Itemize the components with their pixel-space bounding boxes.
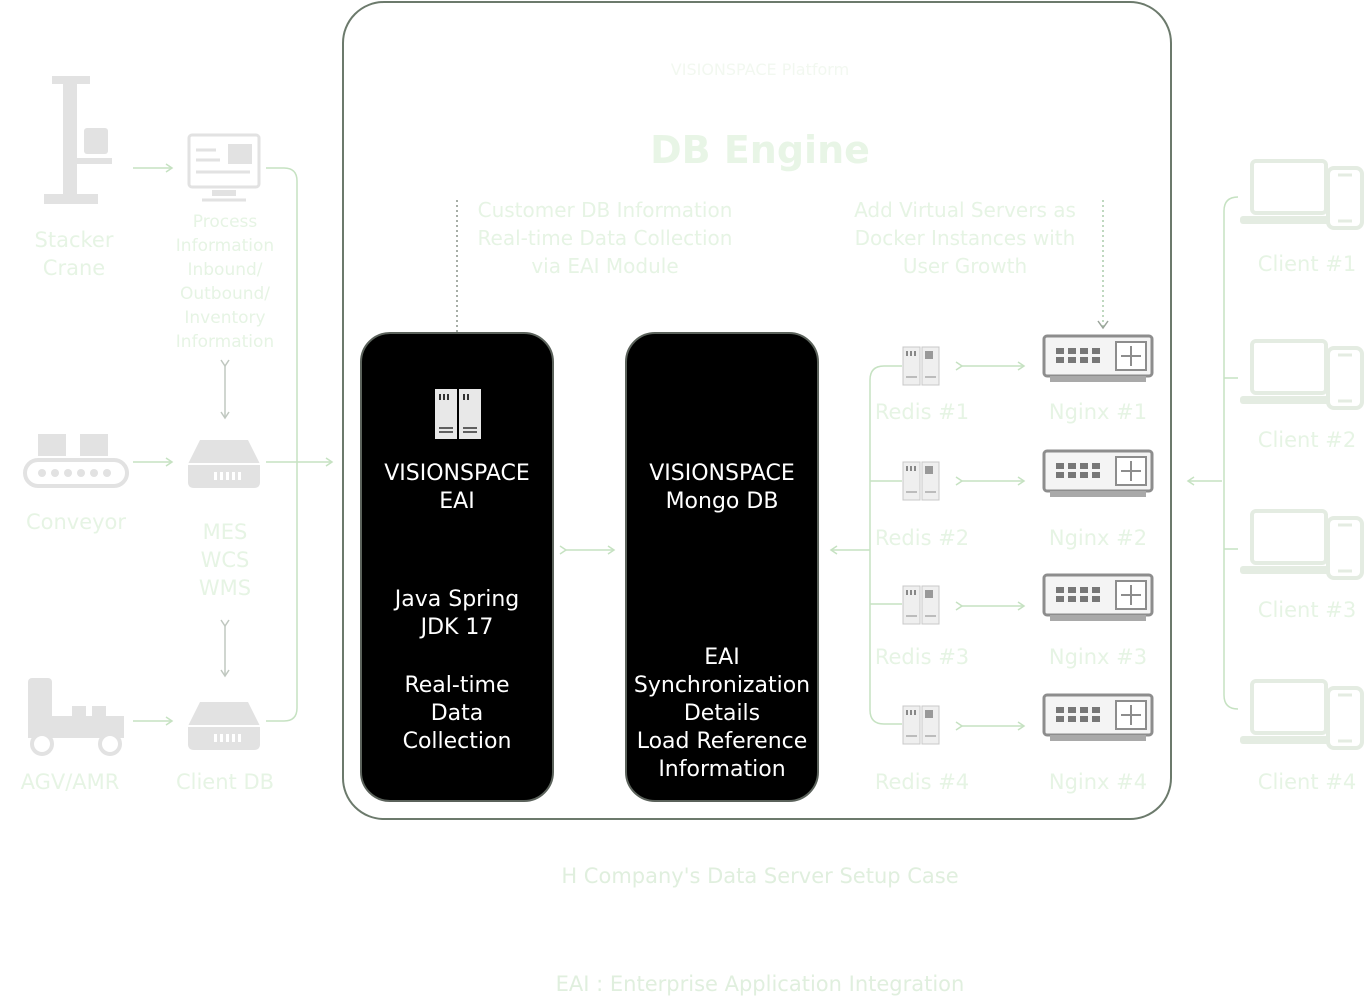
client-label: Client #2 — [1257, 428, 1357, 452]
db-engine-frame — [342, 1, 1172, 820]
mes-server-icon — [188, 440, 260, 488]
conveyor-icon — [23, 434, 129, 488]
server-rack-icon — [435, 389, 481, 439]
bracket-redis — [869, 365, 902, 725]
laptop-phone-icon — [1240, 509, 1364, 580]
engine-note-right: Add Virtual Servers as Docker Instances … — [854, 198, 1076, 278]
nginx-label: Nginx #3 — [1048, 645, 1148, 669]
stacker-crane-label: Stacker Crane — [34, 228, 114, 280]
mongo-role: EAI Synchronization Details Load Referen… — [633, 645, 811, 782]
redis-server-icon — [902, 705, 940, 745]
redis-server-icon — [902, 461, 940, 501]
engine-note-left: Customer DB Information Real-time Data C… — [477, 198, 733, 278]
mes-label: MES WCS WMS — [198, 520, 252, 600]
nginx-switch-icon — [1042, 693, 1154, 741]
redis-server-icon — [902, 585, 940, 625]
eai-name: VISIONSPACE EAI — [384, 461, 530, 514]
redis-label: Redis #3 — [874, 645, 970, 669]
engine-title: DB Engine — [650, 128, 870, 172]
redis-label: Redis #1 — [874, 400, 970, 424]
mongo-box: VISIONSPACE Mongo DB EAI Synchronization… — [625, 332, 819, 802]
nginx-switch-icon — [1042, 573, 1154, 621]
engine-subtitle: VISIONSPACE Platform — [670, 60, 850, 79]
redis-label: Redis #4 — [874, 770, 970, 794]
redis-server-icon — [902, 346, 940, 386]
process-info-label: Process Information Inbound/ Outbound/ I… — [175, 212, 275, 352]
monitor-icon — [187, 133, 261, 202]
eai-box: VISIONSPACE EAI Java Spring JDK 17 Real-… — [360, 332, 554, 802]
laptop-phone-icon — [1240, 679, 1364, 750]
agv-label: AGV/AMR — [20, 770, 120, 794]
client-label: Client #3 — [1257, 598, 1357, 622]
stacker-crane-icon — [44, 76, 112, 204]
laptop-phone-icon — [1240, 339, 1364, 410]
bracket-clients — [1223, 196, 1239, 710]
redis-label: Redis #2 — [874, 526, 970, 550]
client-label: Client #4 — [1257, 770, 1357, 794]
client-label: Client #1 — [1257, 252, 1357, 276]
eai-role: Real-time Data Collection — [402, 673, 512, 754]
mongo-name: VISIONSPACE Mongo DB — [649, 461, 795, 514]
bracket-left — [266, 167, 298, 722]
nginx-label: Nginx #1 — [1048, 400, 1148, 424]
eai-tech: Java Spring JDK 17 — [394, 587, 520, 640]
nginx-label: Nginx #4 — [1048, 770, 1148, 794]
nginx-switch-icon — [1042, 449, 1154, 497]
nginx-label: Nginx #2 — [1048, 526, 1148, 550]
footnote: EAI : Enterprise Application Integration — [555, 972, 965, 996]
client-db-label: Client DB — [175, 770, 275, 794]
client-db-icon — [188, 702, 260, 750]
caption: H Company's Data Server Setup Case — [561, 864, 959, 888]
laptop-phone-icon — [1240, 159, 1364, 230]
conveyor-label: Conveyor — [25, 510, 127, 534]
nginx-switch-icon — [1042, 334, 1154, 382]
agv-icon — [28, 678, 124, 756]
